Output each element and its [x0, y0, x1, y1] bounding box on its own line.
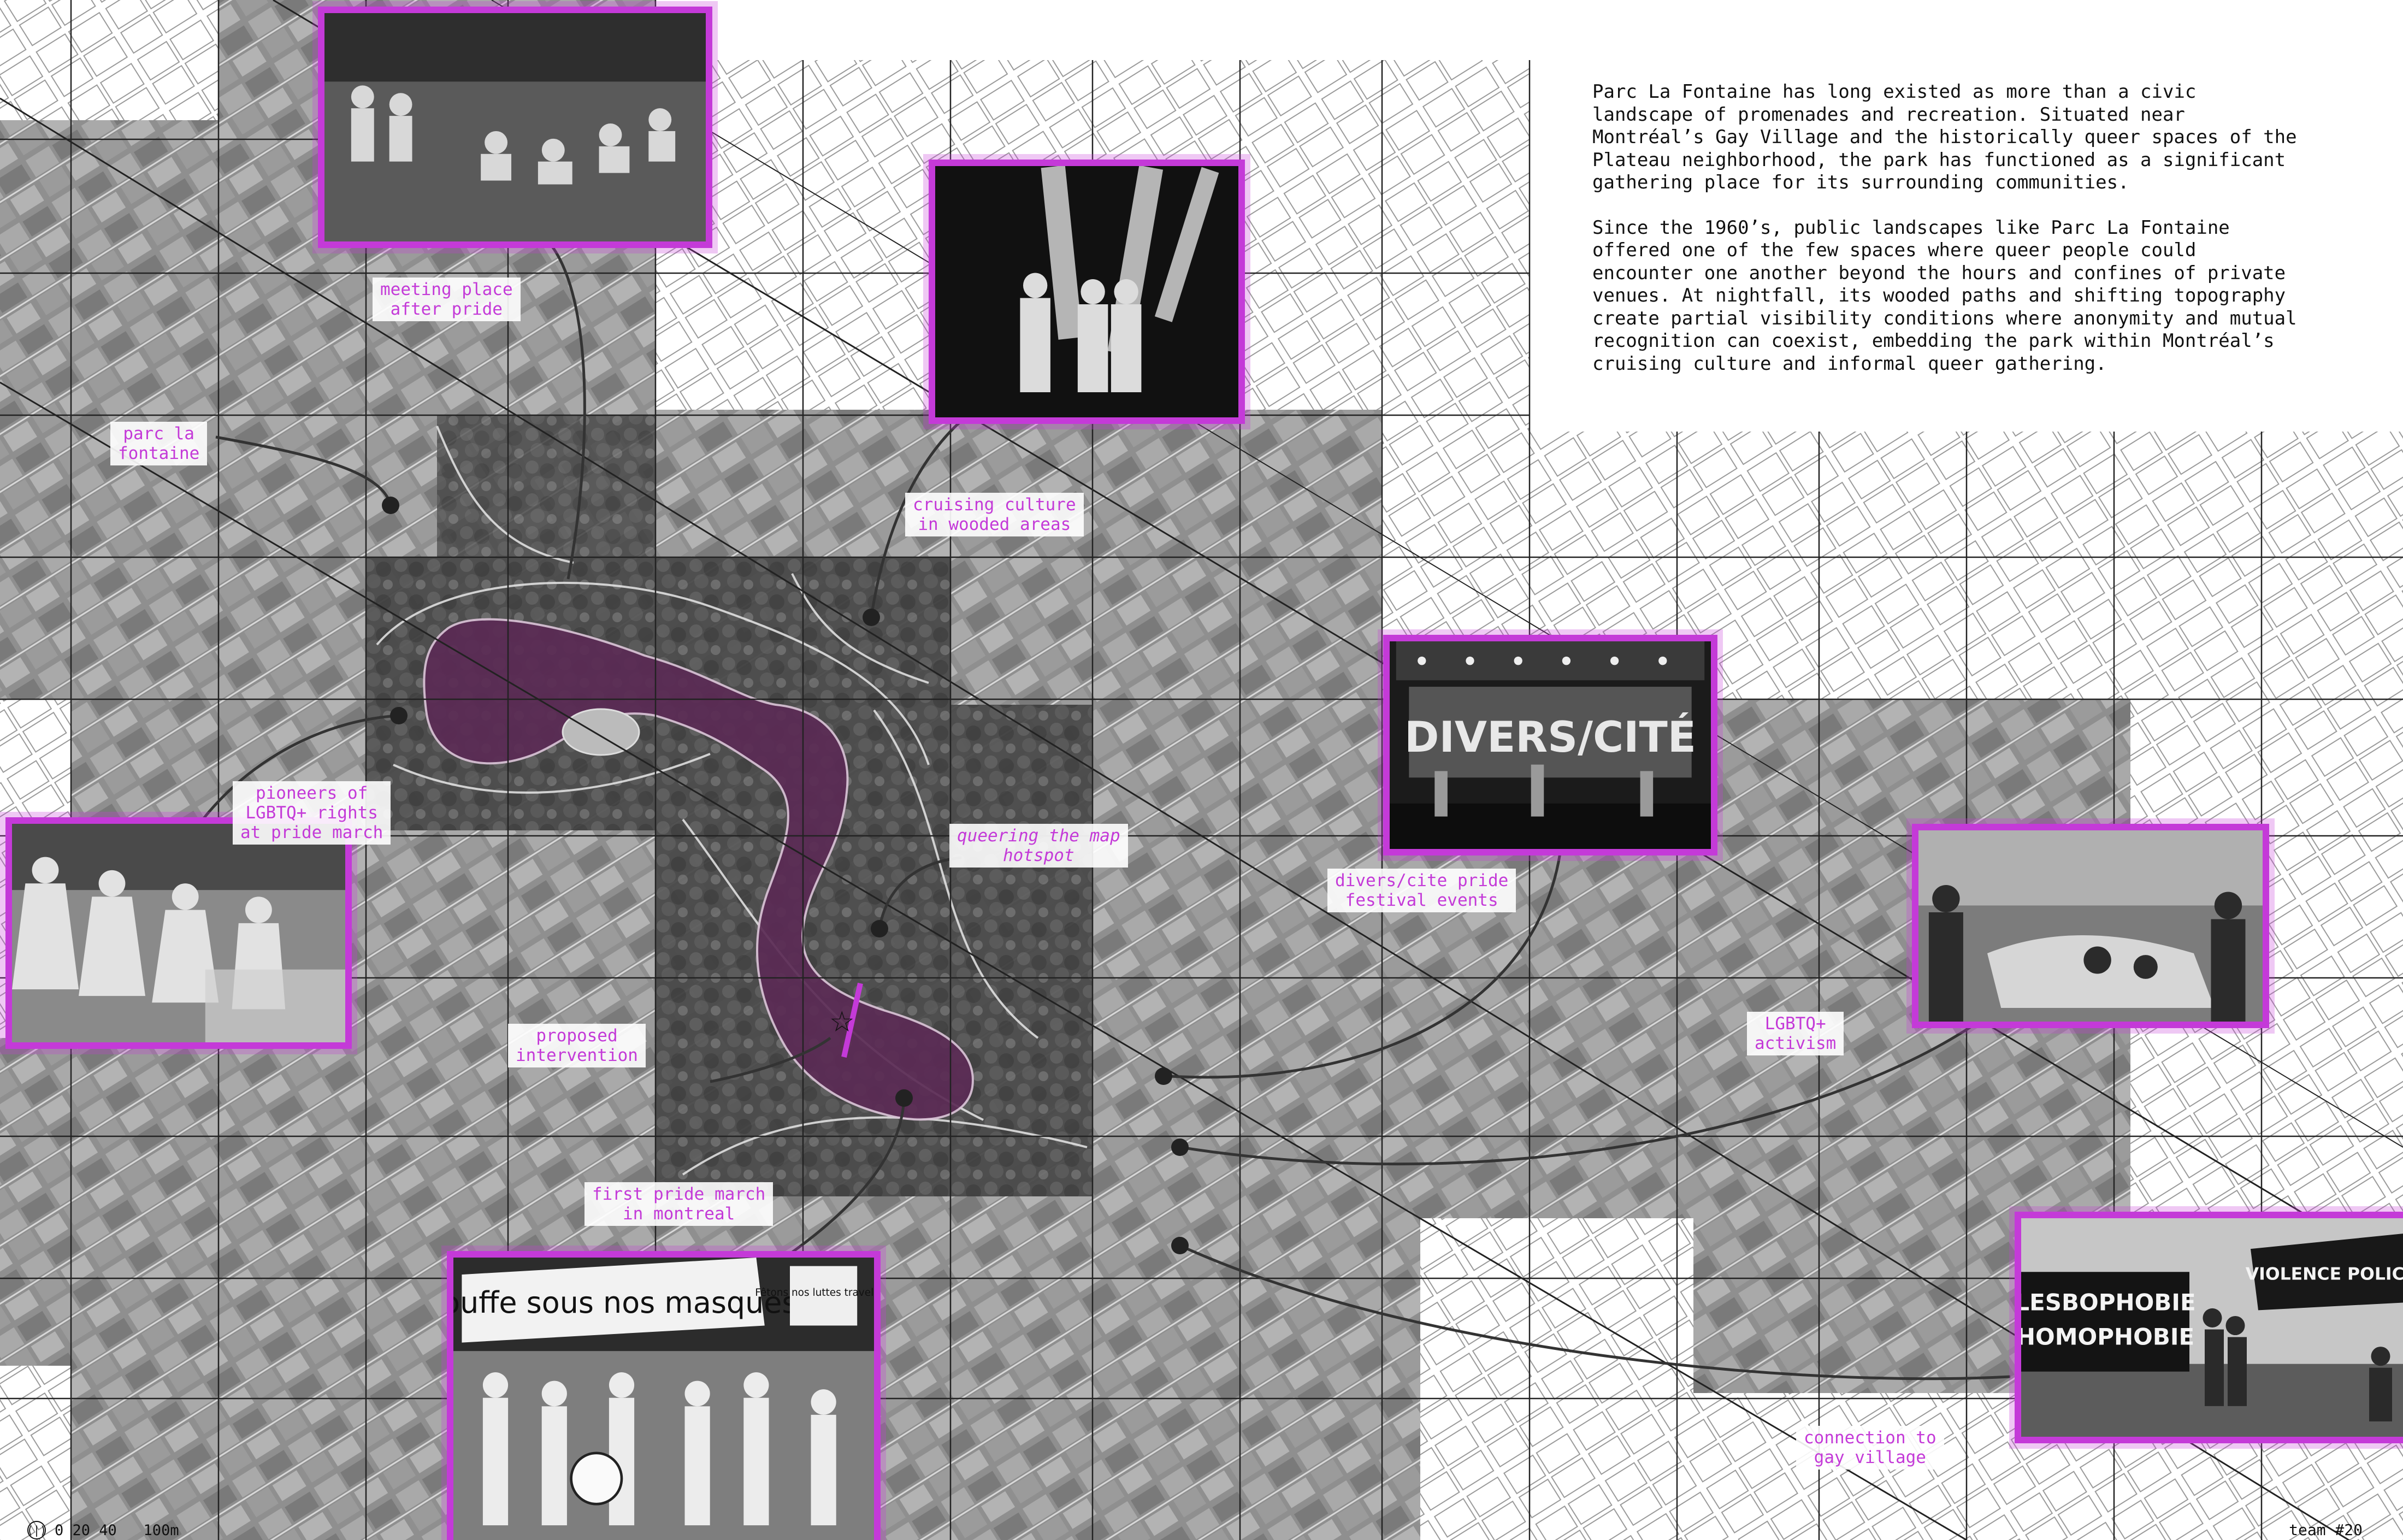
photo-pioneers: [5, 817, 352, 1049]
label-connection-gay-village: connection to gay village: [1796, 1426, 1944, 1470]
north-arrow-icon: (|): [27, 1521, 46, 1539]
photo-meeting-place: [318, 7, 712, 248]
label-cruising-culture: cruising culture in wooded areas: [905, 493, 1084, 536]
label-parc-la-fontaine: parc la fontaine: [110, 422, 208, 465]
divers-cite-banner-text: DIVERS/CITÉ: [1404, 713, 1696, 762]
team-number: team #20: [2289, 1521, 2363, 1539]
scale-bar: (|) 0 20 40 100m: [27, 1521, 179, 1539]
intervention-star: ☆: [829, 1006, 855, 1039]
photo-divers-cite: DIVERS/CITÉ: [1383, 635, 1717, 855]
label-queering-the-map: queering the map hotspot: [949, 824, 1128, 868]
intervention-bridge: [841, 982, 863, 1058]
description-paragraph-2: Since the 1960’s, public landscapes like…: [1592, 216, 2297, 375]
pavilion: [562, 708, 640, 756]
first-march-banner-text: étouffe sous nos masques: [453, 1285, 798, 1320]
leader-endpoints: [382, 497, 1189, 1254]
description-paragraph-1: Parc La Fontaine has long existed as mor…: [1592, 81, 2297, 193]
label-proposed-intervention: proposed intervention: [508, 1024, 646, 1067]
label-lgbtq-activism: LGBTQ+ activism: [1747, 1012, 1844, 1055]
photo-first-pride-march: étouffe sous nos masques Fêtons nos lutt…: [447, 1251, 881, 1540]
photo-lgbtq-activism: [1912, 824, 2269, 1028]
leader-lines: [162, 245, 2011, 1380]
violence-banner-text: VIOLENCE POLICE: [2246, 1264, 2403, 1284]
label-first-pride-march: first pride march in montreal: [584, 1182, 774, 1226]
label-pioneers: pioneers of LGBTQ+ rights at pride march: [233, 781, 391, 845]
label-divers-cite-events: divers/cite pride festival events: [1327, 869, 1516, 912]
lesbophobie-banner-line-1: LESBOPHOBIE: [2021, 1289, 2196, 1315]
scale-ticks: 0 20 40 100m: [55, 1521, 179, 1539]
description: Parc La Fontaine has long existed as mor…: [1592, 81, 2319, 398]
photo-lesbophobie: LESBOPHOBIE HOMOPHOBIE VIOLENCE POLICE: [2015, 1212, 2403, 1443]
photo-cruising: [929, 160, 1245, 424]
lesbophobie-banner-line-2: HOMOPHOBIE: [2021, 1324, 2194, 1350]
label-meeting-place: meeting place after pride: [373, 278, 521, 321]
first-march-sign-text: Fêtons nos luttes travellers: [755, 1287, 874, 1299]
